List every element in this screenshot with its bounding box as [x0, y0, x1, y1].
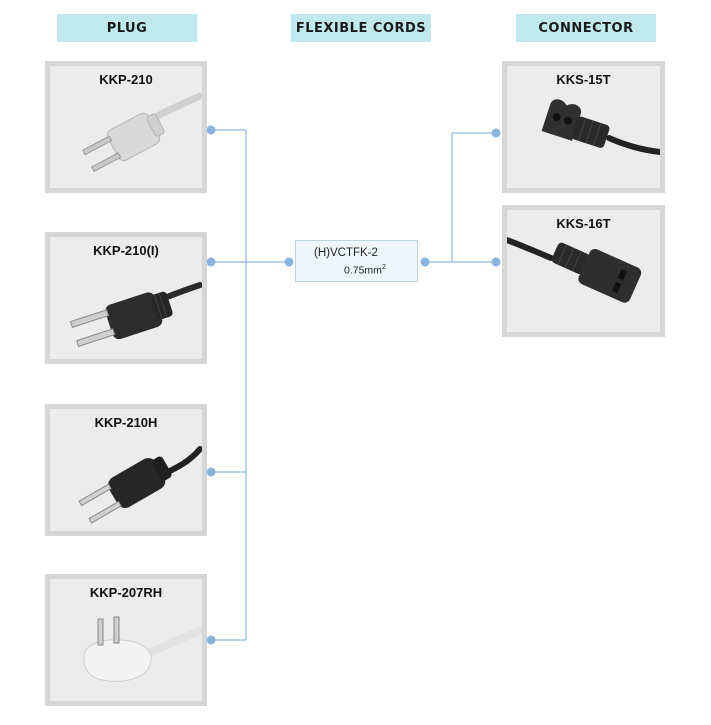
cord-input-node — [284, 257, 294, 267]
plug-label: KKP-210 — [99, 72, 153, 87]
cord-output-node — [420, 257, 430, 267]
plug-image — [78, 446, 202, 524]
connector-1-node — [491, 128, 501, 138]
plug-2-node — [206, 257, 216, 267]
connector-2-node — [491, 257, 501, 267]
flexible-cords-column-header: FLEXIBLE CORDS — [291, 14, 431, 42]
plug-image — [69, 282, 202, 347]
plug-card-kkp-207rh: KKP-207RH — [45, 574, 207, 706]
plug-label: KKP-207RH — [89, 585, 163, 600]
connector-card-kks-15t: KKS-15T — [502, 61, 665, 193]
connector-label: KKS-15T — [556, 72, 611, 87]
cord-size-superscript: 2 — [381, 264, 386, 271]
cord-size-value: 0.75mm — [344, 264, 382, 277]
plug-image — [82, 92, 202, 173]
plug-4-node — [206, 635, 216, 645]
connector-image — [507, 237, 642, 303]
plug-card-kkp-210h: KKP-210H — [45, 404, 207, 536]
plug-3-node — [206, 467, 216, 477]
connector-label: KKS-16T — [556, 216, 611, 231]
plug-card-kkp-210: KKP-210 — [45, 61, 207, 193]
plug-label: KKP-210H — [94, 415, 158, 430]
plug-1-node — [206, 125, 216, 135]
connector-image — [541, 99, 660, 155]
plug-image — [83, 616, 202, 682]
plug-card-kkp-210-i: KKP-210(I) — [45, 232, 207, 364]
flexible-cord-box: (H)VCTFK-2 0.75mm2 — [295, 240, 418, 282]
cord-size-label: 0.75mm2 — [344, 264, 386, 277]
plug-column-header: PLUG — [57, 14, 197, 42]
connector-column-header: CONNECTOR — [516, 14, 656, 42]
plug-label: KKP-210(I) — [93, 243, 159, 258]
connector-card-kks-16t: KKS-16T — [502, 205, 665, 337]
cord-type-label: (H)VCTFK-2 — [314, 247, 378, 259]
